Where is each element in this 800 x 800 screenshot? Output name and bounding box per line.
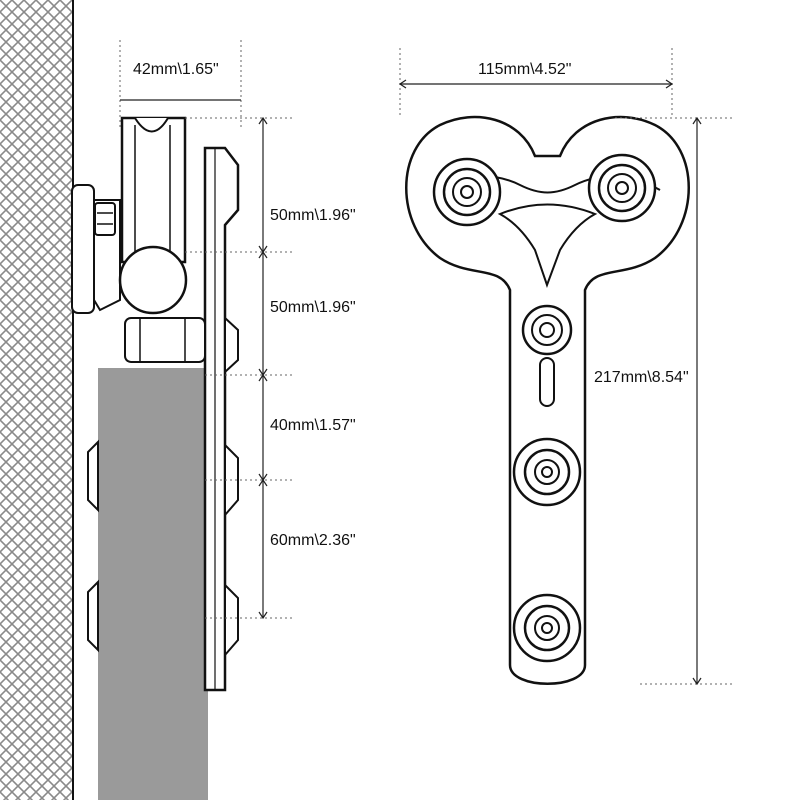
center-bolt (521, 304, 573, 356)
front-view-hanger (405, 115, 690, 685)
door-bolt-upper (512, 437, 582, 507)
segment-1-label: 50mm\1.96" (270, 207, 356, 224)
front-height-dimension: 217mm\8.54" (594, 116, 735, 686)
side-height-dimensions: 50mm\1.96" 50mm\1.96" 40mm\1.57" 60mm\2.… (185, 116, 356, 620)
front-height-label: 217mm\8.54" (594, 369, 689, 386)
left-roller (432, 157, 502, 227)
side-width-dimension: 42mm\1.65" (119, 40, 242, 128)
front-width-label: 115mm\4.52" (478, 61, 571, 78)
door-bolt-lower (512, 593, 582, 663)
segment-3-label: 40mm\1.57" (270, 417, 356, 434)
segment-4-label: 60mm\2.36" (270, 532, 356, 549)
side-width-label: 42mm\1.65" (133, 61, 219, 78)
door-panel (98, 368, 208, 800)
segment-2-label: 50mm\1.96" (270, 299, 356, 316)
side-view-hardware (71, 116, 240, 692)
wall (0, 0, 74, 800)
right-roller (587, 153, 657, 223)
front-width-dimension: 115mm\4.52" (398, 48, 674, 118)
